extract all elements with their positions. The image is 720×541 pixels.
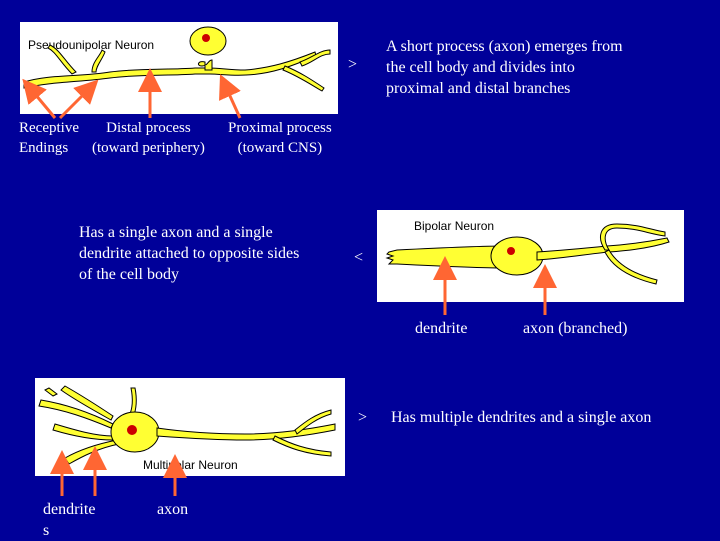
multipolar-panel: Multipolar Neuron [35,378,345,476]
bipolar-dendrite-label: dendrite [415,320,468,337]
receptive-pointer-2 [58,79,99,120]
proximal-process-label: Proximal process (toward CNS) [228,120,332,156]
pseudounipolar-panel: Pseudounipolar Neuron [20,22,338,114]
pseudounipolar-title: Pseudounipolar Neuron [28,38,155,52]
receptive-pointer-1 [22,78,57,119]
proximal-pointer [219,74,242,119]
bipolar-axon-label: axon (branched) [523,320,628,337]
bipolar-panel: Bipolar Neuron [377,210,684,302]
bipolar-title: Bipolar Neuron [414,219,495,233]
multipolar-dendrites-label: dendrite s [43,501,96,539]
multipolar-arrow: > [358,409,368,426]
receptive-endings-label: Receptive Endings [19,120,79,156]
pseudounipolar-arrow: > [348,56,358,73]
bipolar-neuron-drawing [385,223,670,285]
pseudounipolar-description: A short process (axon) emerges from the … [386,38,623,97]
bipolar-description: Has a single axon and a single dendrite … [79,224,300,283]
multipolar-description: Has multiple dendrites and a single axon [391,409,652,426]
pseudounipolar-neuron-drawing [23,26,331,92]
multipolar-axon-label: axon [157,501,189,518]
bipolar-arrow: < [354,249,364,266]
distal-process-label: Distal process (toward periphery) [92,120,205,156]
multipolar-neuron-drawing [38,385,336,465]
